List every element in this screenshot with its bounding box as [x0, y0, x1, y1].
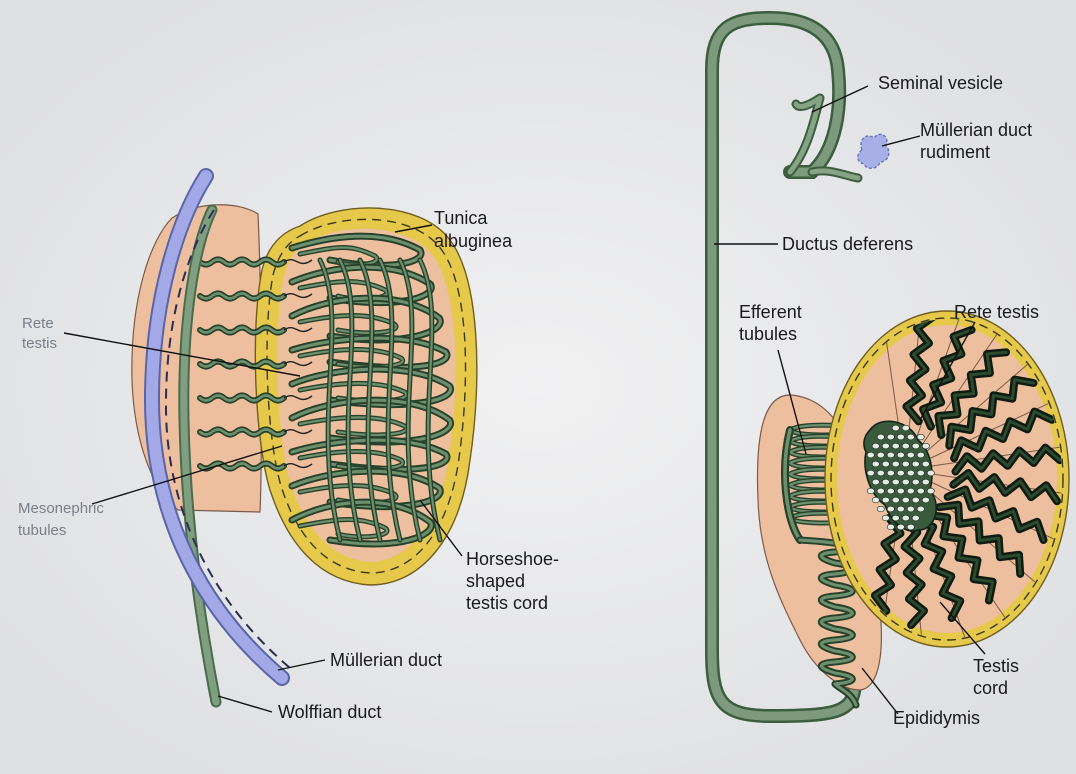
rete-lumen-cell — [877, 470, 884, 476]
rete-lumen-cell — [882, 443, 889, 449]
rete-lumen-cell — [877, 488, 884, 494]
rete-lumen-cell — [912, 497, 919, 503]
rete-lumen-cell — [867, 452, 874, 458]
rete-lumen-cell — [917, 488, 924, 494]
rete-lumen-cell — [912, 461, 919, 467]
rete-lumen-cell — [887, 434, 894, 440]
label-wolffian-duct: Wolffian duct — [278, 702, 381, 722]
rete-lumen-cell — [897, 506, 904, 512]
rete-lumen-cell — [927, 488, 934, 494]
rete-lumen-cell — [902, 479, 909, 485]
rete-lumen-cell — [872, 497, 879, 503]
rete-lumen-cell — [902, 443, 909, 449]
rete-lumen-cell — [887, 488, 894, 494]
rete-lumen-cell — [877, 434, 884, 440]
rete-lumen-cell — [872, 461, 879, 467]
rete-lumen-cell — [877, 452, 884, 458]
label-rete-testis-right: Rete testis — [954, 302, 1039, 322]
rete-lumen-cell — [892, 479, 899, 485]
rete-lumen-cell — [907, 524, 914, 530]
rete-lumen-cell — [912, 479, 919, 485]
rete-lumen-cell — [902, 515, 909, 521]
rete-lumen-cell — [907, 452, 914, 458]
rete-lumen-cell — [907, 434, 914, 440]
rete-lumen-cell — [872, 443, 879, 449]
rete-lumen-cell — [897, 434, 904, 440]
rete-lumen-cell — [872, 479, 879, 485]
rete-lumen-cell — [902, 461, 909, 467]
rete-lumen-cell — [917, 434, 924, 440]
rete-lumen-cell — [897, 470, 904, 476]
rete-lumen-cell — [892, 515, 899, 521]
rete-lumen-cell — [897, 452, 904, 458]
rete-lumen-cell — [907, 506, 914, 512]
rete-lumen-cell — [867, 488, 874, 494]
rete-lumen-cell — [887, 470, 894, 476]
rete-lumen-cell — [887, 506, 894, 512]
rete-lumen-cell — [867, 470, 874, 476]
rete-lumen-cell — [912, 515, 919, 521]
rete-lumen-cell — [882, 461, 889, 467]
rete-lumen-cell — [917, 506, 924, 512]
rete-lumen-cell — [887, 452, 894, 458]
rete-lumen-cell — [882, 479, 889, 485]
rete-lumen-cell — [897, 488, 904, 494]
rete-lumen-cell — [917, 470, 924, 476]
rete-lumen-cell — [907, 488, 914, 494]
rete-lumen-cell — [917, 452, 924, 458]
rete-lumen-cell — [902, 425, 909, 431]
rete-lumen-cell — [887, 524, 894, 530]
rete-lumen-cell — [892, 461, 899, 467]
rete-lumen-cell — [892, 425, 899, 431]
rete-lumen-cell — [877, 506, 884, 512]
rete-lumen-cell — [927, 470, 934, 476]
rete-lumen-cell — [922, 479, 929, 485]
label-mullerian-duct: Müllerian duct — [330, 650, 442, 670]
label-ductus-deferens: Ductus deferens — [782, 234, 913, 254]
rete-lumen-cell — [892, 497, 899, 503]
rete-lumen-cell — [897, 524, 904, 530]
label-seminal-vesicle: Seminal vesicle — [878, 73, 1003, 93]
rete-lumen-cell — [902, 497, 909, 503]
rete-lumen-cell — [907, 470, 914, 476]
rete-lumen-cell — [922, 443, 929, 449]
rete-lumen-cell — [892, 443, 899, 449]
rete-lumen-cell — [882, 497, 889, 503]
rete-lumen-cell — [882, 515, 889, 521]
label-epididymis: Epididymis — [893, 708, 980, 728]
rete-lumen-cell — [922, 461, 929, 467]
rete-lumen-cell — [922, 497, 929, 503]
rete-lumen-cell — [912, 443, 919, 449]
